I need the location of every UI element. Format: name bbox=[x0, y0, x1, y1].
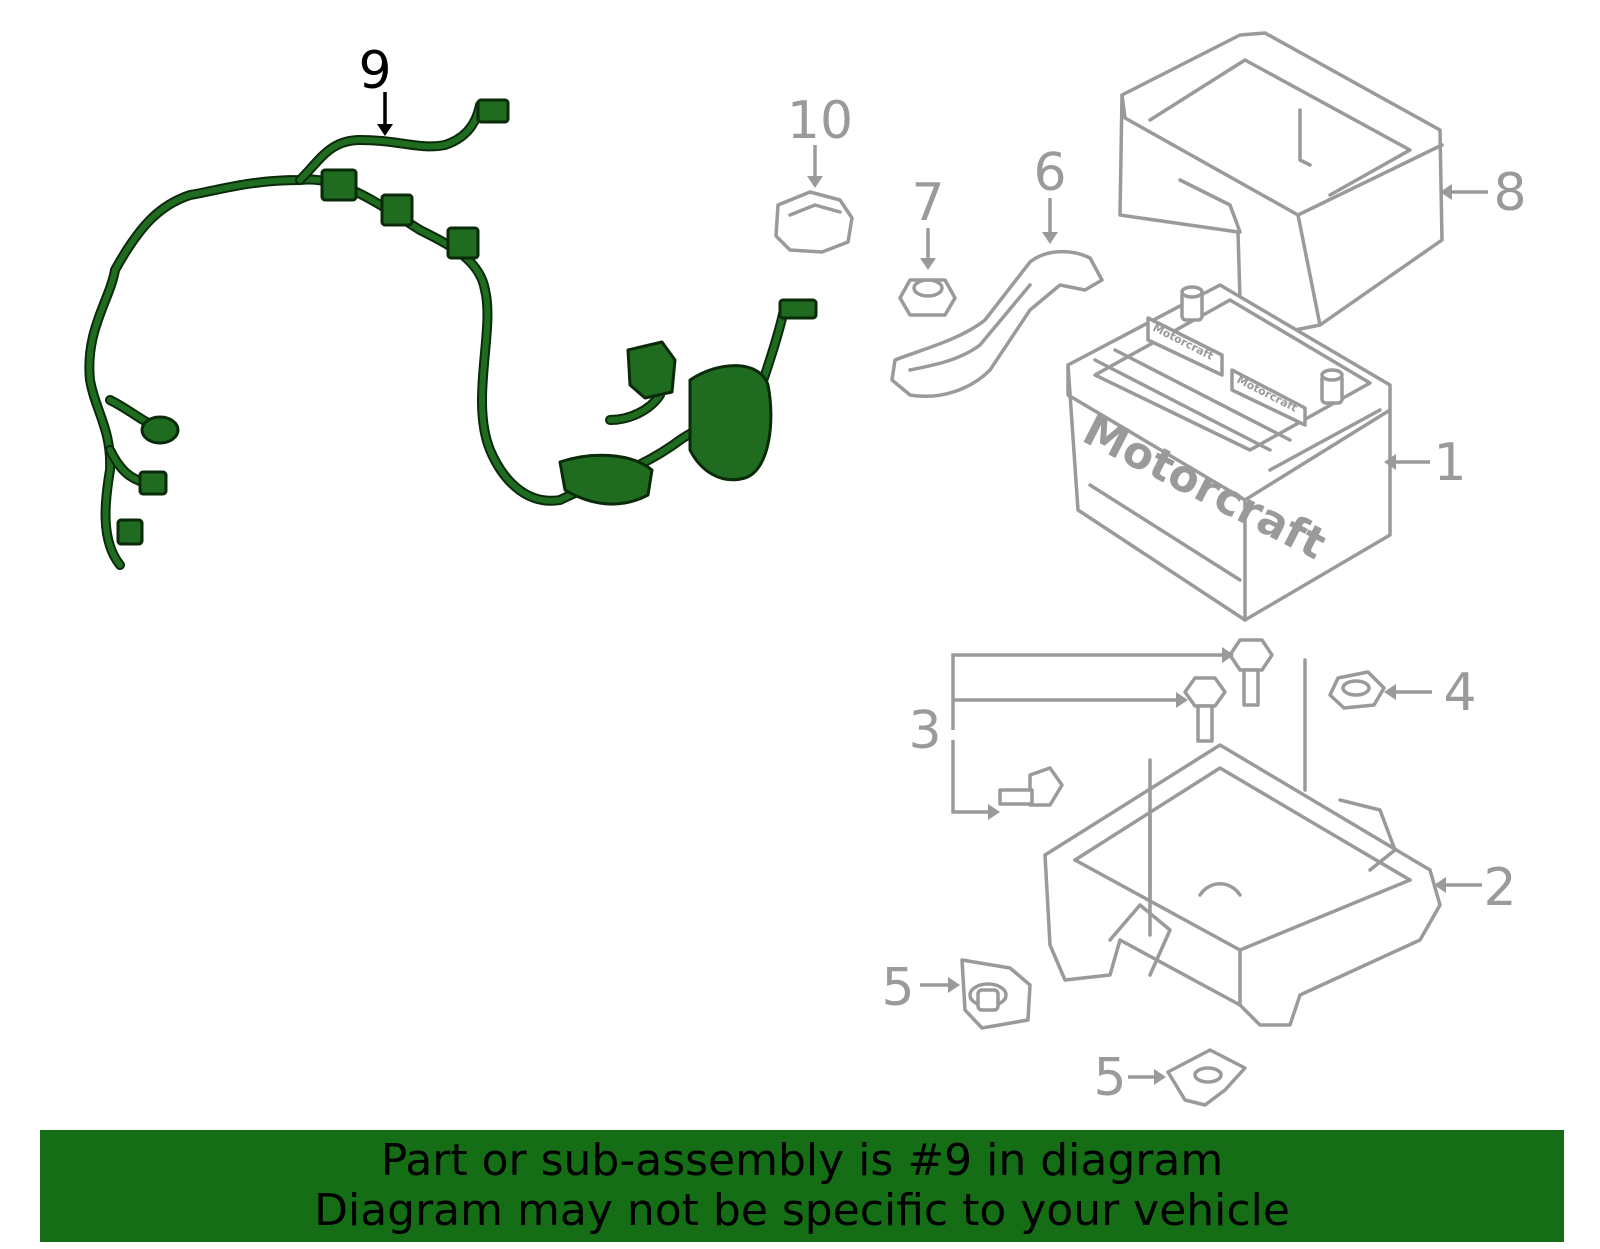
terminal-cover-part-10: 10 bbox=[774, 91, 854, 254]
nut-part-4: 4 bbox=[1328, 663, 1477, 723]
harness-connector bbox=[138, 470, 168, 496]
harness-connector bbox=[116, 518, 144, 546]
nut-part-7: 7 bbox=[898, 173, 957, 317]
wiring-harness-part-9: 9 bbox=[84, 41, 818, 570]
callout-1: 1 bbox=[1433, 433, 1466, 493]
bolts-part-3: 3 bbox=[908, 638, 1274, 820]
callout-3: 3 bbox=[908, 701, 941, 761]
harness-connector bbox=[320, 168, 358, 202]
callout-9: 9 bbox=[358, 41, 391, 101]
harness-clip bbox=[558, 453, 654, 506]
callout-6: 6 bbox=[1033, 143, 1066, 203]
battery-tray-part-2: 2 bbox=[1043, 658, 1517, 1027]
callout-7: 7 bbox=[911, 173, 944, 233]
banner-line-part-number: Part or sub-assembly is #9 in diagram bbox=[380, 1135, 1224, 1186]
callout-10: 10 bbox=[787, 91, 853, 151]
harness-connector bbox=[778, 298, 818, 320]
info-banner: Part or sub-assembly is #9 in diagram Di… bbox=[40, 1130, 1564, 1242]
harness-connector bbox=[476, 98, 510, 124]
callout-8: 8 bbox=[1493, 163, 1526, 223]
harness-connector bbox=[446, 226, 480, 260]
battery-part-1: Motorcraft Motorcraft Motorcraft 1 bbox=[1066, 283, 1467, 622]
callout-5: 5 bbox=[881, 958, 914, 1018]
harness-connector bbox=[380, 193, 414, 227]
harness-terminal-cover bbox=[626, 340, 677, 400]
harness-terminal-cover bbox=[688, 364, 773, 482]
clip-part-5-b: 5 bbox=[1093, 1048, 1247, 1108]
clip-part-5-a: 5 bbox=[881, 958, 1032, 1030]
callout-2: 2 bbox=[1483, 858, 1516, 918]
callout-5: 5 bbox=[1093, 1048, 1126, 1108]
callout-4: 4 bbox=[1443, 663, 1476, 723]
banner-line-disclaimer: Diagram may not be specific to your vehi… bbox=[314, 1185, 1290, 1236]
battery-insulator-part-8: 8 bbox=[1118, 31, 1527, 332]
hold-down-bracket-part-6: 6 bbox=[890, 143, 1104, 398]
harness-connector bbox=[140, 415, 180, 445]
